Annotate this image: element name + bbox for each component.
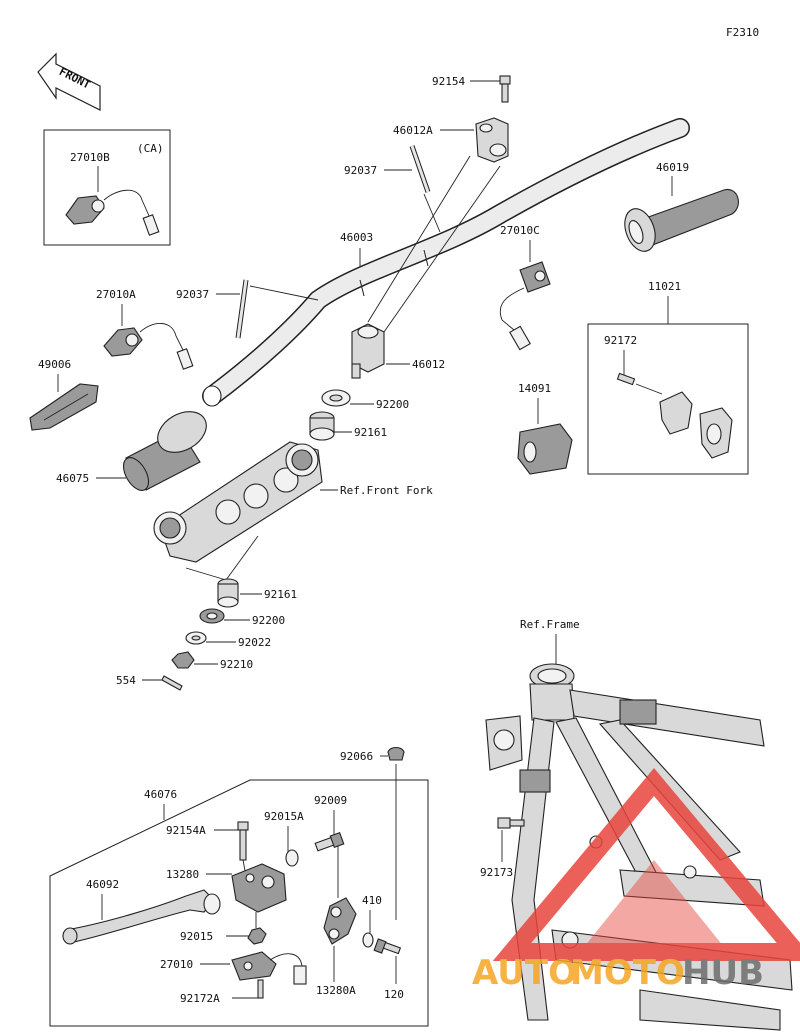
front-arrow-icon: FRONT — [37, 52, 101, 111]
label-27010B: 27010B — [70, 151, 110, 164]
label-92210: 92210 — [220, 658, 253, 671]
label-27010C: 27010C — [500, 224, 540, 237]
holder-13280-part — [231, 863, 287, 913]
label-27010A: 27010A — [96, 288, 136, 301]
watermark-text-3: HUB — [682, 953, 764, 993]
label-46012A: 46012A — [393, 124, 433, 137]
triple-clamp-part — [153, 441, 323, 563]
label-410: 410 — [362, 894, 382, 907]
figure-code: F2310 — [726, 26, 759, 39]
box-46076 — [49, 779, 429, 1027]
label-27010: 27010 — [160, 958, 193, 971]
label-46019: 46019 — [656, 161, 689, 174]
grip-46075-part — [122, 411, 207, 491]
collar-92161-top-part — [309, 411, 335, 441]
washer-hole — [191, 635, 201, 641]
label-ref-frame: Ref.Frame — [520, 618, 580, 631]
label-92173: 92173 — [480, 866, 513, 879]
label-46092: 46092 — [86, 878, 119, 891]
grip-46019-part — [624, 189, 739, 252]
washer-hole — [206, 612, 218, 620]
label-13280A: 13280A — [316, 984, 356, 997]
holder-13280A-part — [323, 897, 357, 945]
cover-14091-part — [517, 423, 573, 475]
label-14091: 14091 — [518, 382, 551, 395]
label-ca: (CA) — [137, 142, 164, 155]
switch-27010A-part — [103, 323, 194, 370]
label-46075: 46075 — [56, 472, 89, 485]
label-92154: 92154 — [432, 75, 465, 88]
pin-554-part — [161, 675, 183, 691]
label-92066: 92066 — [340, 750, 373, 763]
label-92161-bot: 92161 — [264, 588, 297, 601]
lever-46092-part — [62, 889, 221, 945]
label-49006: 49006 — [38, 358, 71, 371]
label-ref-front-fork: Ref.Front Fork — [340, 484, 433, 497]
box-11021 — [587, 323, 749, 475]
clamp-46012-part — [351, 323, 385, 379]
label-92009: 92009 — [314, 794, 347, 807]
label-92172A: 92172A — [180, 992, 220, 1005]
watermark-text-2: MOTO — [570, 953, 685, 993]
label-92022: 92022 — [238, 636, 271, 649]
label-13280: 13280 — [166, 868, 199, 881]
label-92200-bot: 92200 — [252, 614, 285, 627]
washer-410-part — [362, 932, 374, 948]
guard-49006-part — [29, 383, 99, 431]
rod-92037-top-part — [409, 145, 431, 193]
label-92172: 92172 — [604, 334, 637, 347]
label-92037-left: 92037 — [176, 288, 209, 301]
label-11021: 11021 — [648, 280, 681, 293]
label-120: 120 — [384, 988, 404, 1001]
label-92154A: 92154A — [166, 824, 206, 837]
handlebar-46003-part — [202, 118, 690, 407]
label-46076: 46076 — [144, 788, 177, 801]
switch-27010-part — [231, 951, 307, 985]
nut-92210-part — [171, 651, 195, 669]
screw-92172A-part — [257, 979, 264, 999]
nut-92015-part — [247, 927, 267, 945]
rod-92037-left-part — [235, 279, 249, 339]
clamp-46012A-part — [475, 117, 509, 163]
bolt-92009-part — [314, 831, 345, 852]
bolt-92154A-part — [237, 821, 249, 861]
bolt-120-part — [373, 938, 402, 955]
bolt-92154-part — [499, 75, 511, 103]
switch-27010C-part — [499, 261, 551, 351]
switch-27010B-part — [65, 189, 160, 236]
watermark-text-1: AUTO — [472, 953, 577, 993]
watermark-logo: AUTO MOTO HUB — [472, 767, 800, 993]
bolt-92173-part — [497, 817, 525, 829]
label-554: 554 — [116, 674, 136, 687]
housing-11021-part — [616, 372, 733, 459]
label-92200-top: 92200 — [376, 398, 409, 411]
label-46003: 46003 — [340, 231, 373, 244]
cap-92066-part — [387, 746, 405, 761]
label-92037-top: 92037 — [344, 164, 377, 177]
washer-hole — [329, 394, 343, 402]
washer-92015A-part — [285, 849, 299, 867]
label-92015A: 92015A — [264, 810, 304, 823]
label-92015: 92015 — [180, 930, 213, 943]
label-46012: 46012 — [412, 358, 445, 371]
box-27010B — [43, 129, 171, 246]
label-92161-top: 92161 — [354, 426, 387, 439]
collar-92161-bot-part — [217, 578, 239, 608]
